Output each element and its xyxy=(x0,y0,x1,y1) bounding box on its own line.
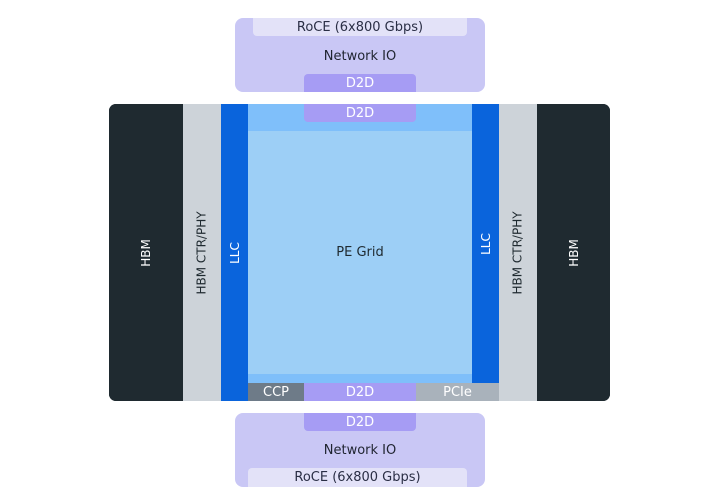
right-hbm-ctr-phy-label: HBM CTR/PHY xyxy=(511,210,526,295)
pe-grid-label: PE Grid xyxy=(336,245,384,260)
bottom-network-io-label: Network IO xyxy=(323,442,397,458)
top-network-io-label: Network IO xyxy=(323,48,397,64)
bottom-roce-block: RoCE (6x800 Gbps) xyxy=(248,468,467,487)
pcie-label: PCIe xyxy=(443,384,472,400)
ccp-label: CCP xyxy=(263,384,289,400)
bottom-roce-label: RoCE (6x800 Gbps) xyxy=(294,470,421,485)
chip-bottom-d2d-block: D2D xyxy=(304,383,416,401)
top-roce-label: RoCE (6x800 Gbps) xyxy=(296,19,424,35)
chip-die: HBM HBM CTR/PHY LLC PE Grid D2D LLC HBM … xyxy=(109,104,610,401)
chip-top-d2d-label: D2D xyxy=(345,105,375,121)
right-hbm-ctr-phy-block: HBM CTR/PHY xyxy=(499,104,537,401)
left-hbm-ctr-phy-label: HBM CTR/PHY xyxy=(195,210,210,295)
left-hbm-ctr-phy-block: HBM CTR/PHY xyxy=(183,104,221,401)
top-network-d2d-label: D2D xyxy=(345,75,375,91)
top-roce-block: RoCE (6x800 Gbps) xyxy=(253,18,467,36)
ccp-block: CCP xyxy=(248,383,304,401)
chip-bottom-d2d-label: D2D xyxy=(345,384,375,400)
left-llc-label: LLC xyxy=(227,241,242,264)
right-hbm-label: HBM xyxy=(566,238,581,267)
right-llc-label: LLC xyxy=(478,232,493,255)
left-hbm-block: HBM xyxy=(109,104,183,401)
chip-top-d2d-block: D2D xyxy=(304,104,416,122)
pcie-block: PCIe xyxy=(416,383,499,401)
bottom-network-d2d-label: D2D xyxy=(345,414,375,430)
pe-grid-block: PE Grid xyxy=(248,131,472,374)
right-llc-block: LLC xyxy=(472,104,499,383)
left-llc-block: LLC xyxy=(221,104,248,401)
top-network-d2d-block: D2D xyxy=(304,74,416,92)
left-hbm-label: HBM xyxy=(138,238,153,267)
right-hbm-block: HBM xyxy=(537,104,610,401)
bottom-network-d2d-block: D2D xyxy=(304,413,416,431)
